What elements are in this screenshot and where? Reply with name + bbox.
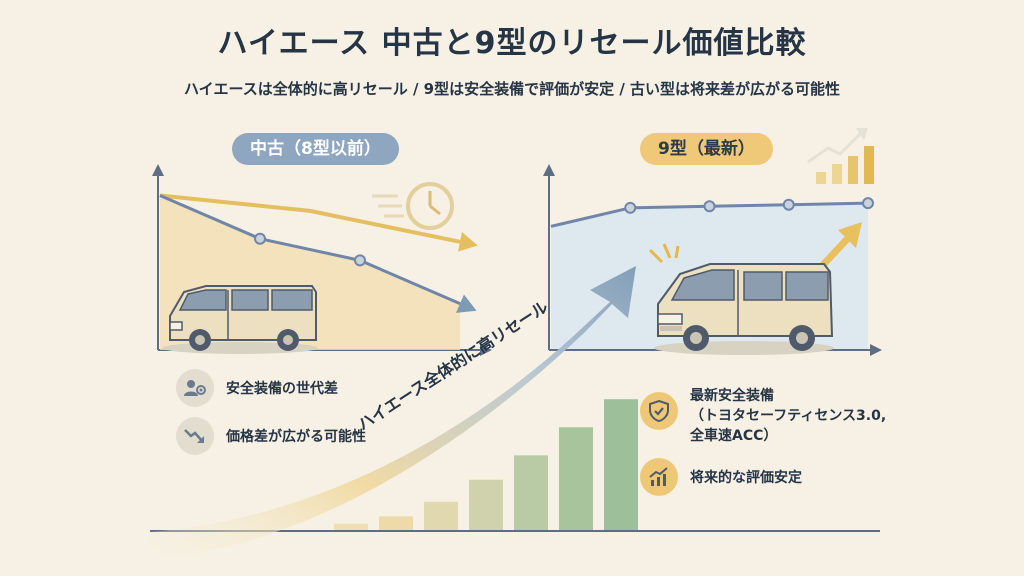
- new-van-illustration: [654, 263, 834, 355]
- left-x-axis-arrow: [480, 344, 492, 356]
- uptrend-icon: [640, 458, 678, 496]
- feature-price-gap: 価格差が広がる可能性: [176, 417, 366, 455]
- shield-check-icon: [640, 392, 678, 430]
- old-gold-arrow-head: [457, 232, 478, 252]
- old-value-point: [254, 232, 266, 245]
- growth-bars-icon: [807, 128, 874, 184]
- feature-label: 安全装備の世代差: [226, 381, 338, 397]
- old-value-point: [354, 254, 366, 267]
- page-title: ハイエース 中古と9型のリセール価値比較: [217, 26, 807, 61]
- feature-latest-safety: 最新安全装備 （トヨタセーフティセンス3.0, 全車速ACC）: [640, 386, 886, 446]
- growth-bar: [559, 427, 593, 531]
- new-value-point: [782, 198, 795, 211]
- old-van-illustration: [162, 285, 318, 354]
- growth-bar-chart: [334, 399, 638, 531]
- gold-up-arrow: [819, 222, 862, 269]
- feature-line: （トヨタセーフティセンス3.0,: [690, 408, 887, 424]
- feature-future-stable: 将来的な評価安定: [640, 458, 802, 496]
- growth-bar: [379, 516, 413, 531]
- growth-bar: [604, 399, 638, 531]
- feature-label: 将来的な評価安定: [690, 470, 802, 486]
- old-gold-trend-line: [159, 193, 461, 244]
- feature-safety-gap: 安全装備の世代差: [176, 369, 338, 407]
- sparkle-icon: [648, 243, 680, 264]
- people-gear-icon: [176, 369, 214, 407]
- growth-bar: [514, 455, 548, 531]
- old-value-line: [159, 194, 461, 306]
- downtrend-icon: [176, 417, 214, 455]
- right-y-axis-arrow: [543, 164, 555, 176]
- new-model-label: 9型（最新）: [640, 133, 773, 165]
- feature-label: 価格差が広がる可能性: [226, 429, 366, 445]
- old-value-arrow-head: [456, 294, 477, 313]
- new-value-point: [703, 200, 716, 213]
- feature-line: 全車速ACC）: [690, 428, 778, 444]
- feature-text-block: 最新安全装備 （トヨタセーフティセンス3.0, 全車速ACC）: [690, 386, 886, 446]
- growth-bar: [334, 523, 368, 531]
- resale-big-arrow: [150, 266, 636, 560]
- feature-line: 最新安全装備: [690, 388, 774, 404]
- new-value-point: [862, 197, 874, 210]
- new-value-point: [624, 201, 637, 214]
- growth-bar: [424, 501, 458, 531]
- page-subtitle: ハイエースは全体的に高リセール / 9型は安全装備で評価が安定 / 古い型は将来…: [183, 80, 841, 98]
- right-x-axis-arrow: [870, 344, 882, 356]
- old-model-label: 中古（8型以前）: [232, 133, 399, 165]
- left-y-axis-arrow: [152, 164, 164, 176]
- clock-icon: [372, 182, 454, 230]
- growth-bar: [469, 479, 503, 531]
